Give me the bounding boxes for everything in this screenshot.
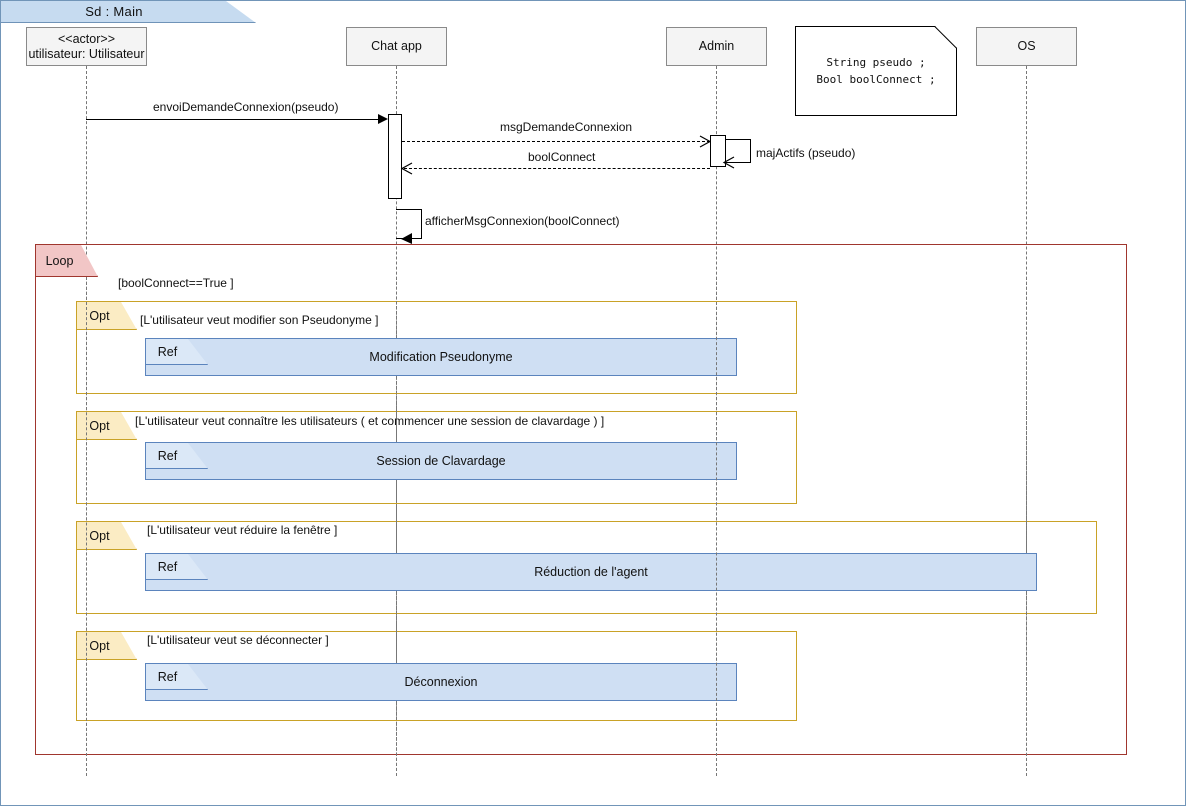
lifeline-overlay-os-a (1026, 277, 1027, 553)
lifeline-head-os[interactable]: OS (976, 27, 1077, 66)
note-line-2: Bool boolConnect ; (816, 73, 936, 86)
lifeline-overlay-admin (716, 277, 717, 776)
ref-fragment-1-label: Modification Pseudonyme (369, 350, 513, 364)
message-label-m3: boolConnect (528, 150, 596, 164)
fragment-opt-3-operator-label: Opt (89, 528, 110, 543)
fragment-loop-guard: [boolConnect==True ] (118, 276, 234, 290)
message-line-m3 (404, 168, 710, 169)
selfcall-arrowhead-m5 (401, 233, 412, 244)
message-arrowhead-m1 (378, 114, 388, 124)
fragment-loop-operator-label: Loop (45, 253, 74, 268)
message-line-m1 (86, 119, 379, 120)
lifeline-overlay-chatapp-a (396, 277, 397, 338)
lifeline-overlay-chatapp-c (396, 480, 397, 553)
lifeline-overlay-os-b (1026, 591, 1027, 776)
message-label-m5: afficherMsgConnexion(boolConnect) (425, 214, 620, 228)
note-line-1: String pseudo ; (826, 56, 926, 69)
message-label-m2: msgDemandeConnexion (500, 120, 633, 134)
selfcall-box-m4 (726, 139, 751, 163)
fragment-opt-2 (76, 411, 797, 504)
note-box: String pseudo ; Bool boolConnect ; (795, 26, 957, 116)
lifeline-overlay-chatapp-d (396, 591, 397, 663)
ref-fragment-4-operator-label: Ref (157, 669, 178, 684)
ref-fragment-2[interactable]: Session de Clavardage (145, 442, 737, 480)
lifeline-head-chatapp[interactable]: Chat app (346, 27, 447, 66)
lifeline-stereotype-utilisateur: <<actor>> (58, 31, 115, 46)
fragment-opt-4-guard: [L'utilisateur veut se déconnecter ] (147, 633, 329, 647)
message-line-m2 (402, 141, 710, 142)
lifeline-head-utilisateur[interactable]: <<actor>> utilisateur: Utilisateur (26, 27, 147, 66)
diagram-frame-label: Sd : Main (85, 4, 143, 19)
lifeline-label-utilisateur: utilisateur: Utilisateur (28, 46, 145, 61)
activation-bar-admin (710, 135, 726, 167)
ref-fragment-4[interactable]: Déconnexion (145, 663, 737, 701)
ref-fragment-1[interactable]: Modification Pseudonyme (145, 338, 737, 376)
message-label-m4: majActifs (pseudo) (756, 146, 856, 160)
fragment-opt-2-guard: [L'utilisateur veut connaître les utilis… (135, 414, 605, 428)
fragment-opt-3-guard: [L'utilisateur veut réduire la fenêtre ] (147, 523, 338, 537)
fragment-opt-2-operator-label: Opt (89, 418, 110, 433)
ref-fragment-2-label: Session de Clavardage (376, 454, 506, 468)
lifeline-head-admin[interactable]: Admin (666, 27, 767, 66)
ref-fragment-2-operator-label: Ref (157, 448, 178, 463)
fragment-loop (35, 244, 1127, 755)
ref-fragment-3-label: Réduction de l'agent (534, 565, 648, 579)
lifeline-overlay-chatapp-e (396, 701, 397, 776)
fragment-opt-1 (76, 301, 797, 394)
ref-fragment-3-operator-label: Ref (157, 559, 178, 574)
fragment-opt-3 (76, 521, 1097, 614)
activation-bar-chatapp (388, 114, 402, 199)
fragment-opt-1-guard: [L'utilisateur veut modifier son Pseudon… (140, 313, 379, 327)
lifeline-label-chatapp: Chat app (371, 39, 422, 53)
lifeline-overlay-chatapp-b (396, 376, 397, 442)
fragment-opt-4 (76, 631, 797, 721)
ref-fragment-1-operator-label: Ref (157, 344, 178, 359)
ref-fragment-2-operator-tab: Ref (146, 443, 208, 469)
fragment-opt-3-operator-tab: Opt (77, 522, 137, 550)
message-arrowhead-m3 (400, 162, 413, 175)
selfcall-arrowhead-m4 (722, 156, 735, 169)
ref-fragment-3[interactable]: Réduction de l'agent (145, 553, 1037, 591)
fragment-opt-1-operator-label: Opt (89, 308, 110, 323)
diagram-frame-tab: Sd : Main (1, 1, 256, 23)
message-label-m1: envoiDemandeConnexion(pseudo) (153, 100, 339, 114)
lifeline-label-os: OS (1017, 39, 1036, 53)
lifeline-label-admin: Admin (698, 39, 735, 53)
lifeline-overlay-utilisateur (86, 277, 87, 776)
ref-fragment-4-label: Déconnexion (404, 675, 478, 689)
fragment-opt-1-operator-tab: Opt (77, 302, 137, 330)
fragment-opt-4-operator-label: Opt (89, 638, 110, 653)
